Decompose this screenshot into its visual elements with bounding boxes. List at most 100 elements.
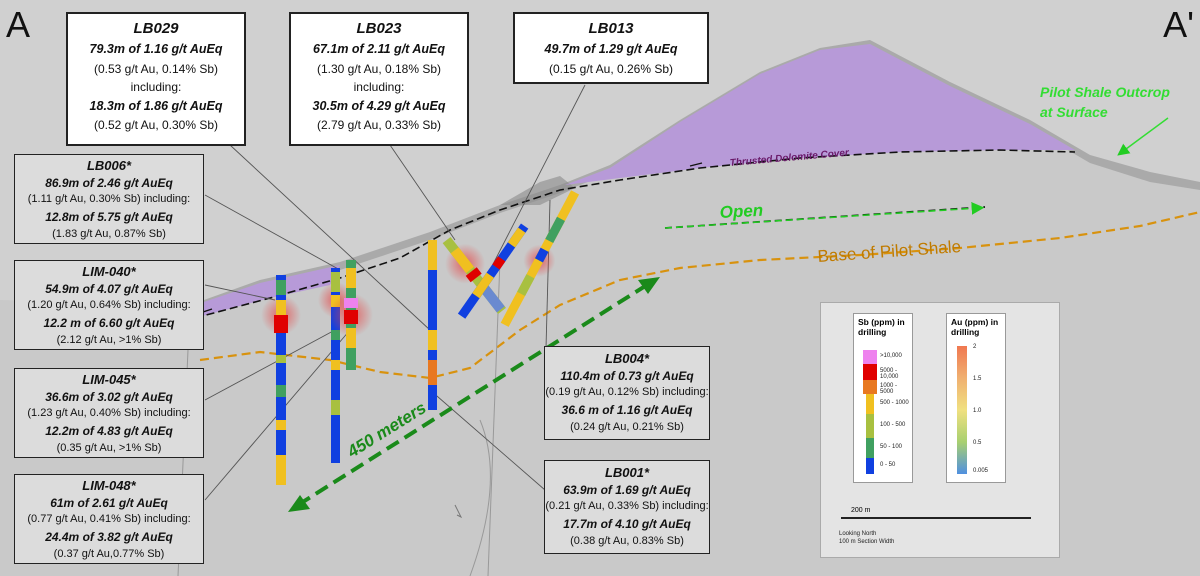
- legend-sb-swatch: [866, 438, 874, 458]
- drillholes: [261, 190, 580, 485]
- legend-au-panel: Au (ppm) in drilling 2 1.5 1.0 0.5 0.005: [946, 313, 1006, 483]
- distance-arrow: [296, 281, 652, 507]
- callout-line: (0.38 g/t Au, 0.83% Sb): [570, 534, 684, 547]
- callout-line: 61m of 2.61 g/t AuEq: [50, 495, 168, 510]
- callout-line: (0.24 g/t Au, 0.21% Sb): [570, 420, 684, 433]
- callout-line: 67.1m of 2.11 g/t AuEq: [313, 42, 445, 57]
- callout-line: (0.77 g/t Au, 0.41% Sb) including:: [27, 513, 191, 526]
- callout-line: 18.3m of 1.86 g/t AuEq: [89, 98, 223, 113]
- callout-lb001: LB001* 63.9m of 1.69 g/t AuEq (0.21 g/t …: [544, 460, 710, 554]
- legend-au-label: 1.5: [973, 376, 982, 382]
- callout-title: LB029: [133, 20, 179, 37]
- callout-line: (0.53 g/t Au, 0.14% Sb): [93, 61, 219, 76]
- drillhole-lb023: [442, 236, 506, 315]
- legend-sb-label: 50 - 100: [880, 444, 903, 450]
- callout-line: 36.6m of 3.02 g/t AuEq: [45, 389, 173, 404]
- callout-lim045: LIM-045* 36.6m of 3.02 g/t AuEq (1.23 g/…: [14, 368, 204, 458]
- callout-lb006: LB006* 86.9m of 2.46 g/t AuEq (1.11 g/t …: [14, 154, 204, 244]
- legend-sb-label: 100 - 500: [880, 422, 906, 428]
- callout-lb013: LB013 49.7m of 1.29 g/t AuEq (0.15 g/t A…: [513, 12, 709, 84]
- callout-line: 36.6 m of 1.16 g/t AuEq: [561, 402, 693, 417]
- callout-line: 17.7m of 4.10 g/t AuEq: [563, 516, 691, 531]
- callout-line: 79.3m of 1.16 g/t AuEq: [89, 42, 223, 57]
- callout-title: LB013: [588, 20, 634, 37]
- legend-au-gradient: [957, 346, 967, 474]
- legend-sb-title: Sb (ppm) in drilling: [858, 317, 905, 337]
- legend-foot-line: 100 m Section Width: [839, 538, 895, 545]
- callout-line: 12.8m of 5.75 g/t AuEq: [45, 209, 173, 224]
- scale-label: 200 m: [851, 507, 871, 514]
- callout-lim040: LIM-040* 54.9m of 4.07 g/t AuEq (1.20 g/…: [14, 260, 204, 350]
- fault-line-3: [469, 419, 491, 576]
- callout-line: including:: [130, 80, 182, 95]
- thrust-arrow: [689, 162, 703, 167]
- distance-arrow-head-left: [288, 495, 310, 512]
- outcrop-label-1: Pilot Shale Outcrop: [1040, 84, 1170, 100]
- open-label: Open: [719, 201, 763, 222]
- callout-line: 49.7m of 1.29 g/t AuEq: [544, 42, 678, 57]
- legend-footnote: Looking North 100 m Section Width: [839, 531, 894, 547]
- legend-au-label: 0.5: [973, 440, 982, 446]
- callout-line: (1.20 g/t Au, 0.64% Sb) including:: [27, 299, 191, 312]
- legend-sb-label: 500 - 1000: [880, 400, 909, 406]
- callout-title: LIM-040*: [82, 264, 136, 279]
- callout-title: LB001*: [604, 465, 650, 480]
- callout-line: (1.11 g/t Au, 0.30% Sb) including:: [27, 193, 191, 206]
- callout-lb023: LB023 67.1m of 2.11 g/t AuEq (1.30 g/t A…: [289, 12, 469, 146]
- callout-line: (0.19 g/t Au, 0.12% Sb) including:: [545, 386, 709, 399]
- callout-line: (1.23 g/t Au, 0.40% Sb) including:: [27, 407, 191, 420]
- drillhole-lb006: [428, 240, 437, 410]
- legend-sb-swatch: [863, 380, 877, 394]
- callout-line: (1.30 g/t Au, 0.18% Sb): [316, 61, 442, 76]
- drillhole-lim040: [261, 275, 301, 485]
- legend-foot-line: Looking North: [839, 531, 877, 537]
- open-arrow: [664, 202, 985, 229]
- callout-line: (0.35 g/t Au, >1% Sb): [56, 441, 162, 454]
- callout-title: LB006*: [86, 158, 132, 173]
- callout-line: (0.15 g/t Au, 0.26% Sb): [548, 61, 674, 76]
- legend-sb-label: 1000 - 5000: [880, 383, 898, 395]
- legend-au-title: Au (ppm) in drilling: [951, 317, 999, 337]
- surface-knoll: [500, 176, 575, 205]
- legend-sb-swatch: [866, 414, 874, 438]
- corner-label-a: A: [6, 4, 31, 45]
- legend-sb-label: 5000 - 10,000: [880, 368, 899, 380]
- callout-line: 30.5m of 4.29 g/t AuEq: [312, 98, 446, 113]
- callout-lb004: LB004* 110.4m of 0.73 g/t AuEq (0.19 g/t…: [544, 346, 710, 440]
- callout-line: (1.83 g/t Au, 0.87% Sb): [52, 227, 166, 240]
- drillhole-lb013: [500, 190, 580, 327]
- callout-line: 24.4m of 3.82 g/t AuEq: [45, 529, 173, 544]
- callout-line: including:: [353, 80, 405, 95]
- legend-sb-swatch: [863, 350, 877, 364]
- callout-line: 63.9m of 1.69 g/t AuEq: [563, 482, 691, 497]
- drillhole-lb004: [457, 223, 529, 319]
- corner-label-a-prime: A': [1163, 4, 1194, 45]
- callout-line: (2.12 g/t Au, >1% Sb): [56, 333, 162, 346]
- callout-title: LIM-048*: [82, 478, 136, 493]
- callout-line: (0.37 g/t Au,0.77% Sb): [53, 547, 165, 560]
- callout-title: LB023: [356, 20, 402, 37]
- dolomite-cover-west: [195, 265, 340, 318]
- legend-sb-swatch: [866, 394, 874, 414]
- legend-sb-swatch: [866, 458, 874, 474]
- callout-line: (0.52 g/t Au, 0.30% Sb): [93, 118, 219, 133]
- legend-sb-swatch: [863, 364, 877, 380]
- outcrop-label-2: at Surface: [1040, 104, 1108, 120]
- fault-tick: [454, 504, 463, 519]
- scale-bar: [841, 517, 1031, 519]
- callout-title: LB004*: [604, 351, 650, 366]
- dolomite-cover: [565, 44, 1075, 185]
- callout-line: (2.79 g/t Au, 0.33% Sb): [316, 118, 442, 133]
- legend-au-label: 1.0: [973, 408, 982, 414]
- legend-au-label: 2: [973, 344, 977, 350]
- legend-au-label: 0.005: [973, 468, 989, 474]
- callout-line: 12.2 m of 6.60 g/t AuEq: [43, 315, 175, 330]
- callout-line: (0.21 g/t Au, 0.33% Sb) including:: [545, 500, 709, 513]
- distance-arrow-head-right: [638, 277, 660, 294]
- callout-line: 86.9m of 2.46 g/t AuEq: [45, 175, 173, 190]
- drillhole-lim048: [329, 260, 373, 370]
- legend-sb-label: 0 - 50: [880, 462, 896, 468]
